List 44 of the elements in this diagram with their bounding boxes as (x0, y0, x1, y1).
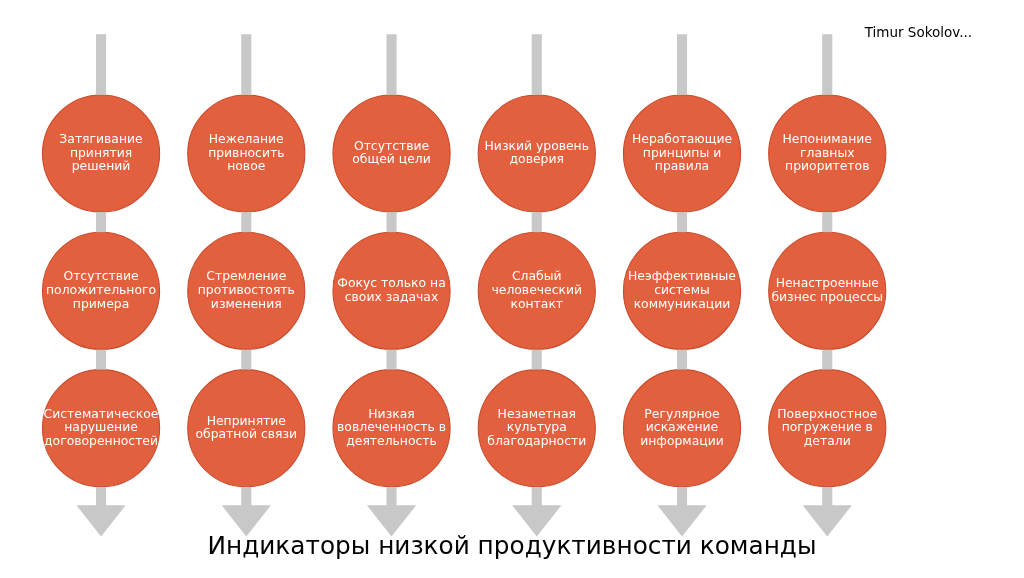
connector (676, 349, 688, 370)
connector (676, 34, 688, 95)
connector (822, 34, 833, 95)
arrow (802, 486, 852, 537)
node-circle: Стремление противостоять изменения (187, 231, 306, 350)
node-circle: Поверхностное погружение в детали (768, 369, 887, 488)
node-circle: Отсутствие общей цели (332, 94, 451, 213)
connector (386, 349, 397, 370)
node-circle: Регулярное искажение информации (622, 369, 742, 488)
connector (531, 34, 542, 95)
arrow (657, 486, 707, 537)
node-circle: Нежелание привносить новое (187, 94, 306, 213)
connector (531, 212, 542, 233)
node-circle: Низкая вовлеченность в деятельность (332, 369, 451, 488)
node-circle: Неработающие принципы и правила (622, 94, 742, 213)
connector (241, 212, 252, 233)
arrow (76, 486, 126, 537)
connector (822, 349, 833, 370)
connector (386, 34, 397, 95)
node-circle: Ненастроенные бизнес процессы (768, 231, 887, 350)
label: Timur Sokolov... (864, 23, 973, 40)
connector (822, 212, 833, 233)
node-circle: Непринятие обратной связи (187, 369, 306, 488)
connector (96, 349, 107, 370)
node-circle: Затягивание принятия решений (41, 94, 161, 213)
connector (241, 34, 252, 95)
node-circle: Непонимание главных приоритетов (768, 94, 887, 213)
arrow (366, 486, 417, 537)
connector (96, 212, 107, 233)
node-circle: Систематическое нарушение договоренностей (41, 369, 161, 488)
connector (531, 349, 542, 370)
node-circle: Фокус только на своих задачах (332, 231, 451, 350)
arrow (221, 486, 271, 537)
node-circle: Низкий уровень доверия (477, 94, 596, 213)
connector (96, 34, 107, 95)
node-circle: Незаметная культура благодарности (477, 369, 596, 488)
arrow (512, 486, 562, 537)
node-circle: Отсутствие положительного примера (41, 231, 161, 350)
connector (386, 212, 397, 233)
node-circle: Неэффективные системы коммуникации (622, 231, 742, 350)
caption: Индикаторы низкой продуктивности команды (207, 530, 817, 560)
node-circle: Слабый человеческий контакт (477, 231, 596, 350)
connector (241, 349, 252, 370)
connector (676, 212, 688, 233)
